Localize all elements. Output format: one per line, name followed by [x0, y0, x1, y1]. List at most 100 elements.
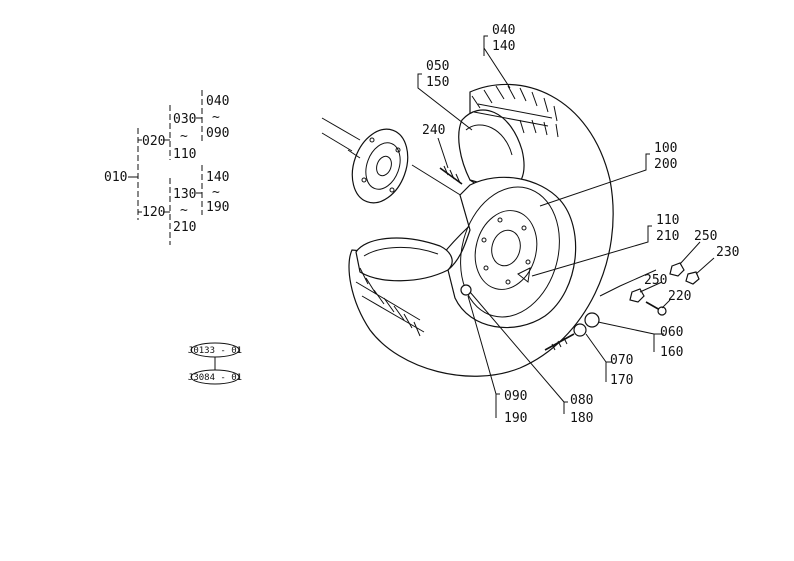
tree-020-label: 020: [142, 134, 165, 149]
hub-bolt-hole: [395, 147, 401, 153]
tire-lower-inner: [363, 246, 439, 257]
tree-140-label: 140: [206, 170, 229, 185]
hub-bolt-hole: [369, 137, 375, 143]
tire-tread-top: [471, 85, 558, 122]
axle-line-bottom: [321, 132, 353, 152]
rim-bore: [491, 229, 521, 267]
callout-060: 060: [660, 325, 683, 340]
rim-bolt-hole: [525, 259, 531, 265]
leader-240: [437, 137, 449, 169]
rim-bolt-hole: [521, 225, 527, 231]
tire-upper-inner: [465, 124, 513, 156]
valve-090: [460, 284, 472, 296]
fasteners: [544, 262, 700, 351]
washer-230: [685, 271, 700, 285]
leader-110: [531, 225, 652, 277]
leader-070: [585, 333, 612, 382]
tree-120-label: 120: [142, 205, 165, 220]
callout-090: 090: [504, 389, 527, 404]
hub-bore: [376, 155, 392, 177]
leader-230: [695, 257, 715, 275]
tree-110-label: 110: [173, 147, 196, 162]
tree-210-label: 210: [173, 220, 196, 235]
callout-080: 080: [570, 393, 593, 408]
valve-cut: [517, 267, 531, 283]
callout-070: 070: [610, 353, 633, 368]
hub-bolt-hole: [389, 187, 395, 193]
tree-090-label: 090: [206, 126, 229, 141]
tree-040-label: 040: [206, 94, 229, 109]
rim-center-disc: [474, 210, 538, 290]
leader-250a: [679, 241, 701, 265]
hub-bolt-hole: [361, 177, 367, 183]
callout-150: 150: [426, 75, 449, 90]
leader-090: [467, 295, 500, 418]
callout-230: 230: [716, 245, 739, 260]
rim-bolt-hole: [505, 279, 511, 285]
tire-tread-bottom-rows: [355, 281, 425, 333]
callout-040: 040: [492, 23, 515, 38]
leader-250b: [639, 281, 663, 293]
tree-040-tilde: ~: [212, 110, 220, 125]
tree-130-label: 130: [173, 187, 196, 202]
rim-bolt-hole: [497, 217, 503, 223]
badge-bottom-text: J3084 - 01: [188, 373, 242, 383]
callout-170: 170: [610, 373, 633, 388]
assembly-tree: 010 020 030 ~ 110 040 ~ 090 120 130 ~ 21…: [104, 90, 229, 245]
valve-stem-080: [544, 333, 575, 351]
stem-thread: [551, 343, 556, 351]
stem-thread: [563, 337, 568, 345]
tree-140-tilde: ~: [212, 185, 220, 200]
reference-badges: J0133 - 01 J3084 - 01: [188, 342, 242, 385]
tire-upper-cutaway: [458, 109, 525, 191]
stem-thread: [557, 340, 562, 348]
tree-130-tilde: ~: [180, 203, 188, 218]
axle-hub: [321, 117, 521, 233]
badge-top-text: J0133 - 01: [188, 346, 242, 356]
stud-240: [439, 165, 463, 185]
axle-line-top: [321, 117, 361, 141]
leader-060: [597, 321, 664, 352]
callout-180: 180: [570, 411, 593, 426]
callout-220: 220: [668, 289, 691, 304]
hub-inner-ring: [365, 142, 401, 190]
leader-100: [539, 153, 650, 207]
wheel-rim: [447, 176, 577, 329]
bolt-220-head: [657, 306, 667, 316]
stud-shaft: [439, 167, 463, 185]
hub-stud: [347, 149, 361, 159]
tree-root-label: 010: [104, 170, 127, 185]
leader-220: [661, 299, 671, 309]
stud-thread: [443, 165, 449, 176]
leader-080: [469, 291, 568, 414]
badge-bottom: [190, 369, 240, 385]
callout-210: 210: [656, 229, 679, 244]
hub-flange: [351, 128, 409, 204]
callout-250-upper: 250: [694, 229, 717, 244]
valve-cap-060: [584, 312, 600, 328]
rim-bolt-hole: [483, 265, 489, 271]
tree-190-label: 190: [206, 200, 229, 215]
tire-tread-bottom: [359, 267, 421, 337]
tire-assembly: [348, 83, 614, 377]
callout-140: 140: [492, 39, 515, 54]
callout-190: 190: [504, 411, 527, 426]
tree-030-label: 030: [173, 112, 196, 127]
callout-200: 200: [654, 157, 677, 172]
tire-tread-top-rows: [473, 103, 553, 127]
callout-labels: 040 140 050 150 240 100 200 110 210 250 …: [422, 23, 739, 426]
leader-lines: [417, 35, 715, 418]
stud-thread: [449, 169, 455, 180]
nut-250-upper: [669, 262, 685, 277]
rim-outer-edge: [460, 186, 560, 318]
leader-040: [483, 35, 511, 89]
callout-240: 240: [422, 123, 445, 138]
tire-lower-cutaway: [355, 237, 453, 282]
leader-050: [417, 73, 473, 131]
bolt-220-shaft: [645, 301, 661, 311]
callout-110: 110: [656, 213, 679, 228]
callout-050: 050: [426, 59, 449, 74]
callout-100: 100: [654, 141, 677, 156]
